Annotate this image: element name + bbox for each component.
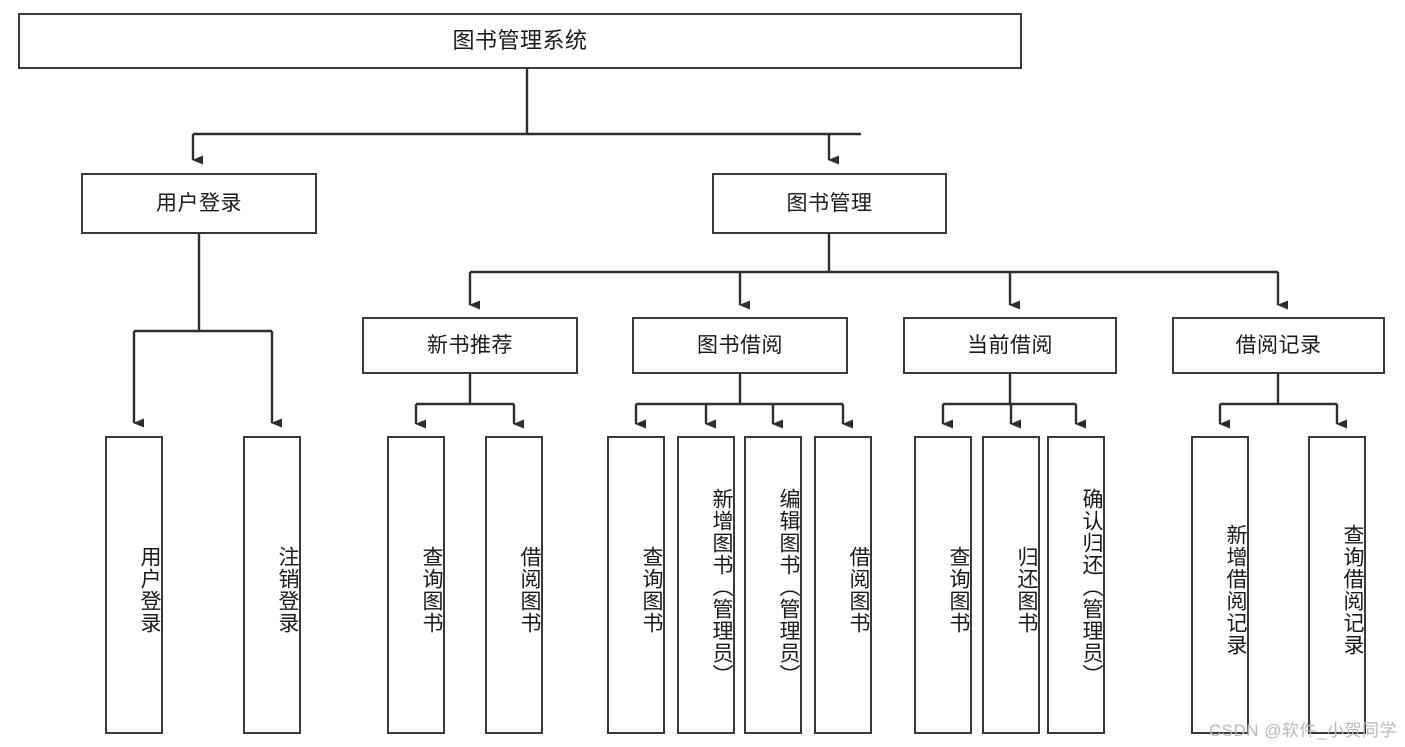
leaf-borrow-edit-book-label: 编辑图书（管理员） bbox=[777, 488, 800, 686]
connectors-book-manage-to-level3 bbox=[468, 234, 1288, 310]
node-user-login[interactable]: 用户登录 bbox=[81, 173, 317, 234]
leaf-borrow-borrow-book[interactable]: 借阅图书 bbox=[814, 436, 872, 734]
node-current-borrow-label: 当前借阅 bbox=[967, 333, 1053, 357]
node-book-borrow[interactable]: 图书借阅 bbox=[632, 317, 848, 374]
node-current-borrow[interactable]: 当前借阅 bbox=[903, 317, 1117, 374]
leaf-cur-query-book-label: 查询图书 bbox=[947, 546, 970, 634]
node-book-manage[interactable]: 图书管理 bbox=[712, 173, 947, 234]
leaf-borrow-add-book[interactable]: 新增图书（管理员） bbox=[677, 436, 735, 734]
connectors-root-to-level2 bbox=[191, 69, 861, 165]
node-root-system[interactable]: 图书管理系统 bbox=[18, 13, 1022, 69]
leaf-record-search-label: 查询借阅记录 bbox=[1341, 524, 1364, 656]
leaf-rec-borrow-book[interactable]: 借阅图书 bbox=[485, 436, 543, 734]
node-root-system-label: 图书管理系统 bbox=[452, 27, 588, 53]
leaf-cur-confirm-return[interactable]: 确认归还（管理员） bbox=[1047, 436, 1105, 734]
leaf-cur-query-book[interactable]: 查询图书 bbox=[914, 436, 972, 734]
connectors-user-login-to-leaves bbox=[132, 234, 282, 428]
leaf-record-add[interactable]: 新增借阅记录 bbox=[1191, 436, 1249, 734]
leaf-cur-confirm-return-label: 确认归还（管理员） bbox=[1080, 488, 1103, 686]
leaf-rec-query-book-label: 查询图书 bbox=[420, 546, 443, 634]
leaf-record-add-label: 新增借阅记录 bbox=[1224, 524, 1247, 656]
connectors-book-borrow-to-leaves bbox=[634, 374, 853, 429]
node-borrow-record-label: 借阅记录 bbox=[1235, 333, 1322, 357]
node-borrow-record[interactable]: 借阅记录 bbox=[1172, 317, 1385, 374]
leaf-cur-return-book[interactable]: 归还图书 bbox=[982, 436, 1040, 734]
leaf-borrow-query-book-label: 查询图书 bbox=[640, 546, 663, 634]
node-new-book-recommend-label: 新书推荐 bbox=[427, 333, 513, 357]
leaf-user-login-label: 用户登录 bbox=[138, 546, 161, 634]
leaf-borrow-query-book[interactable]: 查询图书 bbox=[607, 436, 665, 734]
node-book-borrow-label: 图书借阅 bbox=[697, 333, 783, 357]
node-new-book-recommend[interactable]: 新书推荐 bbox=[362, 317, 578, 374]
leaf-rec-borrow-book-label: 借阅图书 bbox=[518, 546, 541, 634]
leaf-borrow-edit-book[interactable]: 编辑图书（管理员） bbox=[744, 436, 802, 734]
leaf-record-search[interactable]: 查询借阅记录 bbox=[1308, 436, 1366, 734]
leaf-borrow-add-book-label: 新增图书（管理员） bbox=[710, 488, 733, 686]
leaf-user-logout-label: 注销登录 bbox=[276, 546, 299, 634]
connectors-new-book-rec-to-leaves bbox=[414, 374, 524, 429]
leaf-borrow-borrow-book-label: 借阅图书 bbox=[847, 546, 870, 634]
leaf-cur-return-book-label: 归还图书 bbox=[1015, 546, 1038, 634]
node-user-login-label: 用户登录 bbox=[156, 191, 242, 215]
watermark-text: CSDN @软件_小贺同学 bbox=[1208, 721, 1397, 740]
connectors-borrow-record-to-leaves bbox=[1218, 374, 1347, 429]
leaf-user-login[interactable]: 用户登录 bbox=[105, 436, 163, 734]
leaf-user-logout[interactable]: 注销登录 bbox=[243, 436, 301, 734]
node-book-manage-label: 图书管理 bbox=[786, 191, 873, 215]
connectors-current-borrow-to-leaves bbox=[941, 374, 1086, 429]
leaf-rec-query-book[interactable]: 查询图书 bbox=[387, 436, 445, 734]
